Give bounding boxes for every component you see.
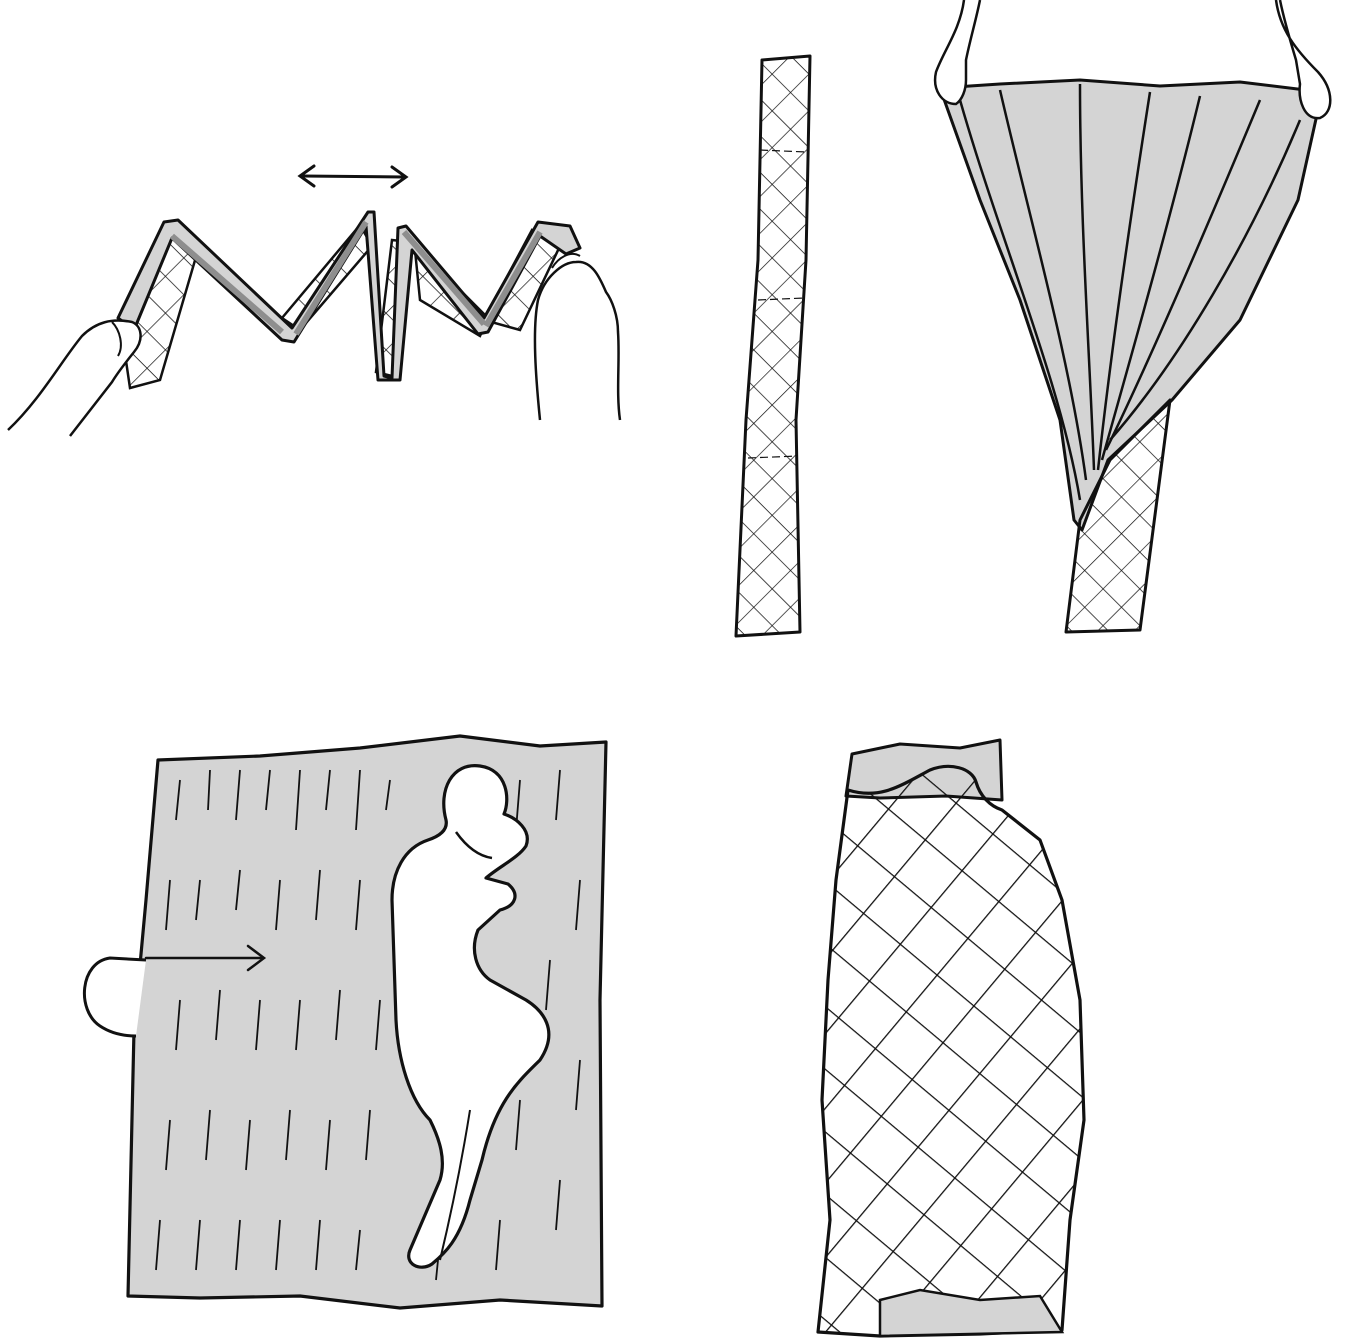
panel-gather-and-lift xyxy=(935,0,1330,632)
panel-wrapped-bundle xyxy=(818,740,1084,1336)
right-hand xyxy=(535,262,620,420)
double-arrow-icon xyxy=(300,166,406,187)
blanket-flap xyxy=(84,958,146,1036)
wrapped-bundle xyxy=(818,766,1084,1336)
panel-folded-strip xyxy=(736,56,810,636)
folded-strip xyxy=(736,56,810,636)
panel-person-on-blanket xyxy=(84,736,606,1308)
panel-accordion-fold xyxy=(8,166,620,436)
